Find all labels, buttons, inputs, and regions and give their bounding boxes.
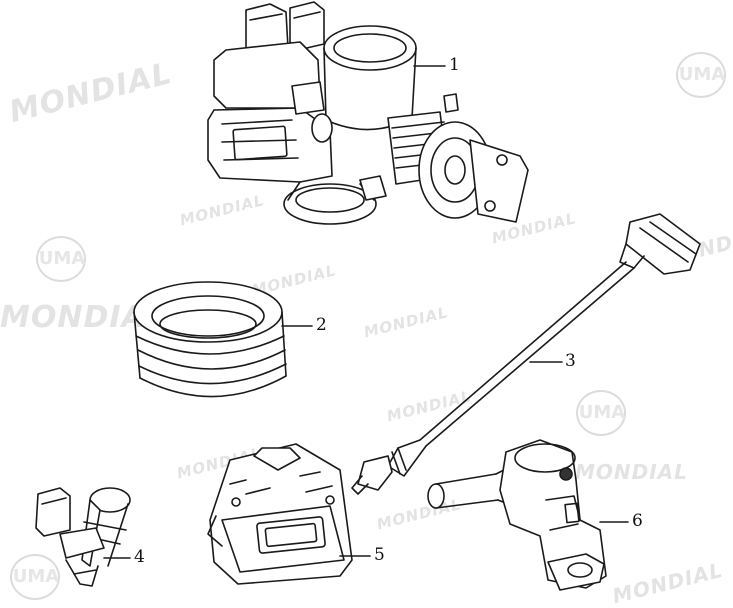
air-sensor	[427, 439, 607, 591]
throttle-body	[207, 1, 529, 225]
fuel-injector	[35, 487, 131, 587]
brand-logo-text: UMA	[12, 566, 60, 587]
brand-logo-text: UMA	[678, 64, 726, 85]
brand-logo-text: UMA	[38, 248, 86, 269]
callout-2: 2	[316, 315, 327, 335]
watermark: MONDIAL	[575, 460, 688, 484]
brand-logo: UMA	[670, 52, 733, 98]
callout-4: 4	[134, 547, 145, 567]
engine-control-unit	[207, 443, 353, 585]
callout-1: 1	[449, 55, 460, 75]
brand-logo: UMA	[570, 390, 634, 436]
intake-rubber-boot	[133, 281, 287, 398]
brand-logo: UMA	[30, 236, 94, 282]
brand-logo: UMA	[4, 554, 68, 600]
callout-6: 6	[632, 511, 643, 531]
callout-5: 5	[374, 545, 385, 565]
brand-logo-text: UMA	[578, 402, 626, 423]
callout-3: 3	[565, 351, 576, 371]
oxygen-sensor	[351, 213, 701, 495]
